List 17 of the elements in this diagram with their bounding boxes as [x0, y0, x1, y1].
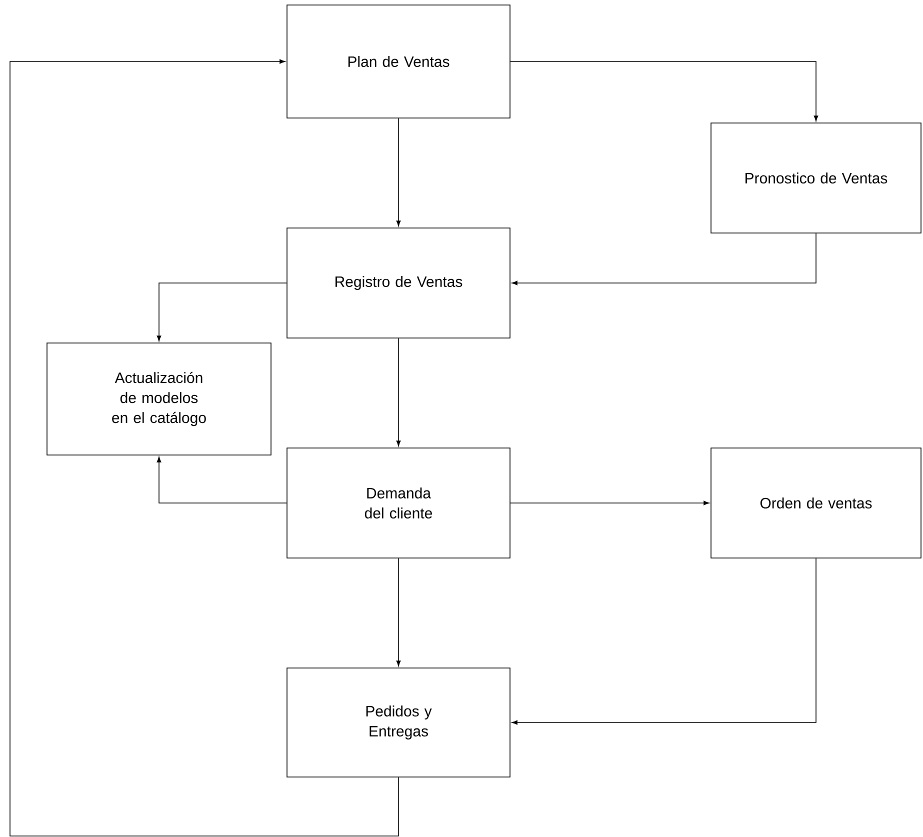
arrow [510, 500, 710, 506]
process-box: Pedidos y Entregas [286, 668, 510, 778]
arrow [396, 558, 401, 666]
arrow [156, 456, 287, 504]
process-box: Orden de ventas [710, 448, 922, 558]
arrow [510, 61, 818, 122]
process-box: Demanda del cliente [286, 448, 510, 558]
arrow [396, 338, 401, 446]
arrow [156, 282, 287, 342]
process-box: Plan de Ventas [286, 4, 510, 118]
arrow [396, 118, 401, 226]
arrow [10, 59, 399, 836]
process-box: Registro de Ventas [286, 228, 510, 338]
process-box: Pronostico de Ventas [710, 122, 922, 234]
arrow [512, 558, 816, 725]
process-box: Actualización de modelos en el catálogo [46, 342, 272, 456]
arrow [512, 233, 816, 286]
